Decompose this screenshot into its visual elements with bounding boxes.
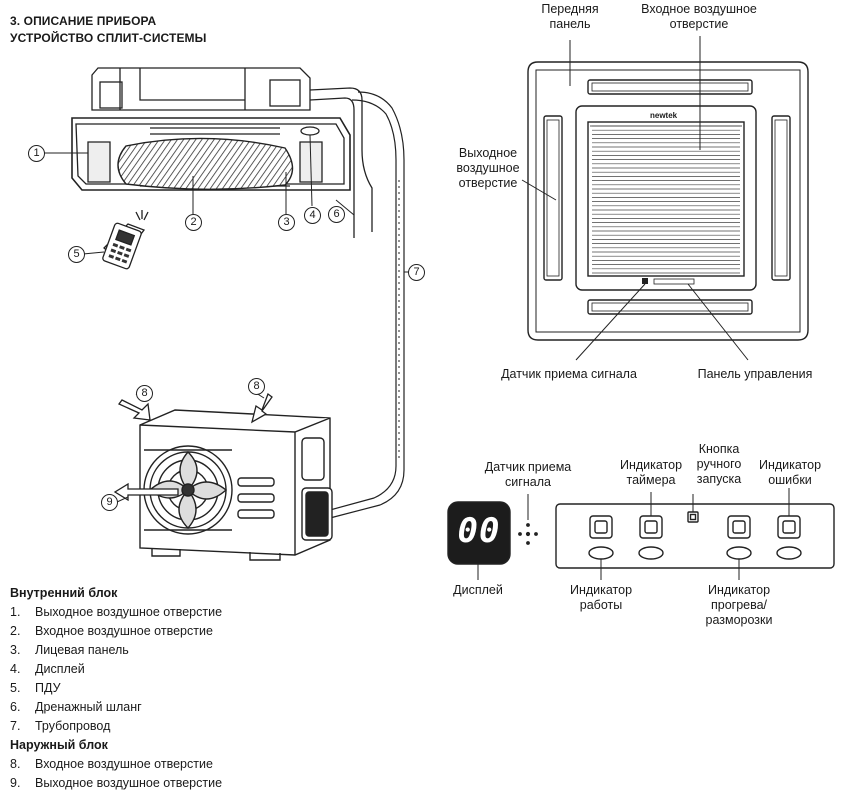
legend-item-text: Входное воздушное отверстие (35, 757, 213, 771)
legend-indoor-title: Внутренний блок (10, 586, 118, 600)
legend-item-text: Дренажный шланг (35, 700, 142, 714)
legend-item: 1. Выходное воздушное отверстие (10, 603, 330, 622)
legend-indoor-list: 1. Выходное воздушное отверстие 2. Входное … (10, 603, 330, 736)
legend-item-number: 5. (10, 681, 21, 695)
legend-item-text: Входное воздушное отверстие (35, 624, 213, 638)
legend-item-number: 4. (10, 662, 21, 676)
callout-number: 9 (101, 494, 118, 511)
legend-item-number: 7. (10, 719, 21, 733)
indoor-cassette-unit (71, 67, 373, 238)
legend-item-number: 1. (10, 605, 21, 619)
legend-item-number: 2. (10, 624, 21, 638)
outdoor-unit (139, 409, 333, 561)
cassette-front-view (527, 61, 809, 341)
legend-item-text: Трубопровод (35, 719, 111, 733)
callout-number: 8 (248, 378, 265, 395)
remote-control (102, 210, 149, 270)
callout-number: 2 (185, 214, 202, 231)
callout-number: 5 (68, 246, 85, 263)
outdoor-airflow-arrows (113, 392, 273, 502)
legend-item-text: Выходное воздушное отверстие (35, 605, 223, 619)
legend-item-number: 8. (10, 757, 21, 771)
brand-logo: newtek (650, 111, 678, 120)
section-subtitle: УСТРОЙСТВО СПЛИТ-СИСТЕМЫ (10, 31, 207, 45)
legend-outdoor-title: Наружный блок (10, 738, 108, 752)
legend-item-text: ПДУ (35, 681, 61, 695)
legend-outdoor-list: 8. Входное воздушное отверстие 9. Выходное … (10, 755, 330, 793)
legend-item: 4. Дисплей (10, 660, 330, 679)
legend-item: 2. Входное воздушное отверстие (10, 622, 330, 641)
legend-item-number: 9. (10, 776, 21, 790)
label-display: Дисплей (453, 583, 503, 597)
legend-item-text: Выходное воздушное отверстие (35, 776, 223, 790)
section-title: 3. ОПИСАНИЕ ПРИБОРА (10, 14, 157, 28)
callout-number: 6 (328, 206, 345, 223)
legend: Внутренний блок 1. Выходное воздушное отв… (10, 584, 330, 793)
legend-item: 9. Выходное воздушное отверстие (10, 774, 330, 793)
callout-number: 8 (136, 385, 153, 402)
legend-item: 5. ПДУ (10, 679, 330, 698)
control-panel-detail (447, 501, 835, 569)
display-digits: 00 (457, 511, 501, 551)
callout-number: 3 (278, 214, 295, 231)
callout-number: 7 (408, 264, 425, 281)
callout-number: 1 (28, 145, 45, 162)
callout-number: 4 (304, 207, 321, 224)
legend-item-number: 3. (10, 643, 21, 657)
legend-item: 3. Лицевая панель (10, 641, 330, 660)
grille-lines (592, 125, 740, 274)
label-control-panel: Панель управления (697, 367, 813, 381)
legend-item: 7. Трубопровод (10, 717, 330, 736)
legend-item-text: Дисплей (35, 662, 85, 676)
legend-item-number: 6. (10, 700, 21, 714)
legend-item: 8. Входное воздушное отверстие (10, 755, 330, 774)
label-signal-sensor: Датчик приема сигнала (501, 367, 637, 381)
legend-item: 6. Дренажный шланг (10, 698, 330, 717)
legend-item-text: Лицевая панель (35, 643, 129, 657)
